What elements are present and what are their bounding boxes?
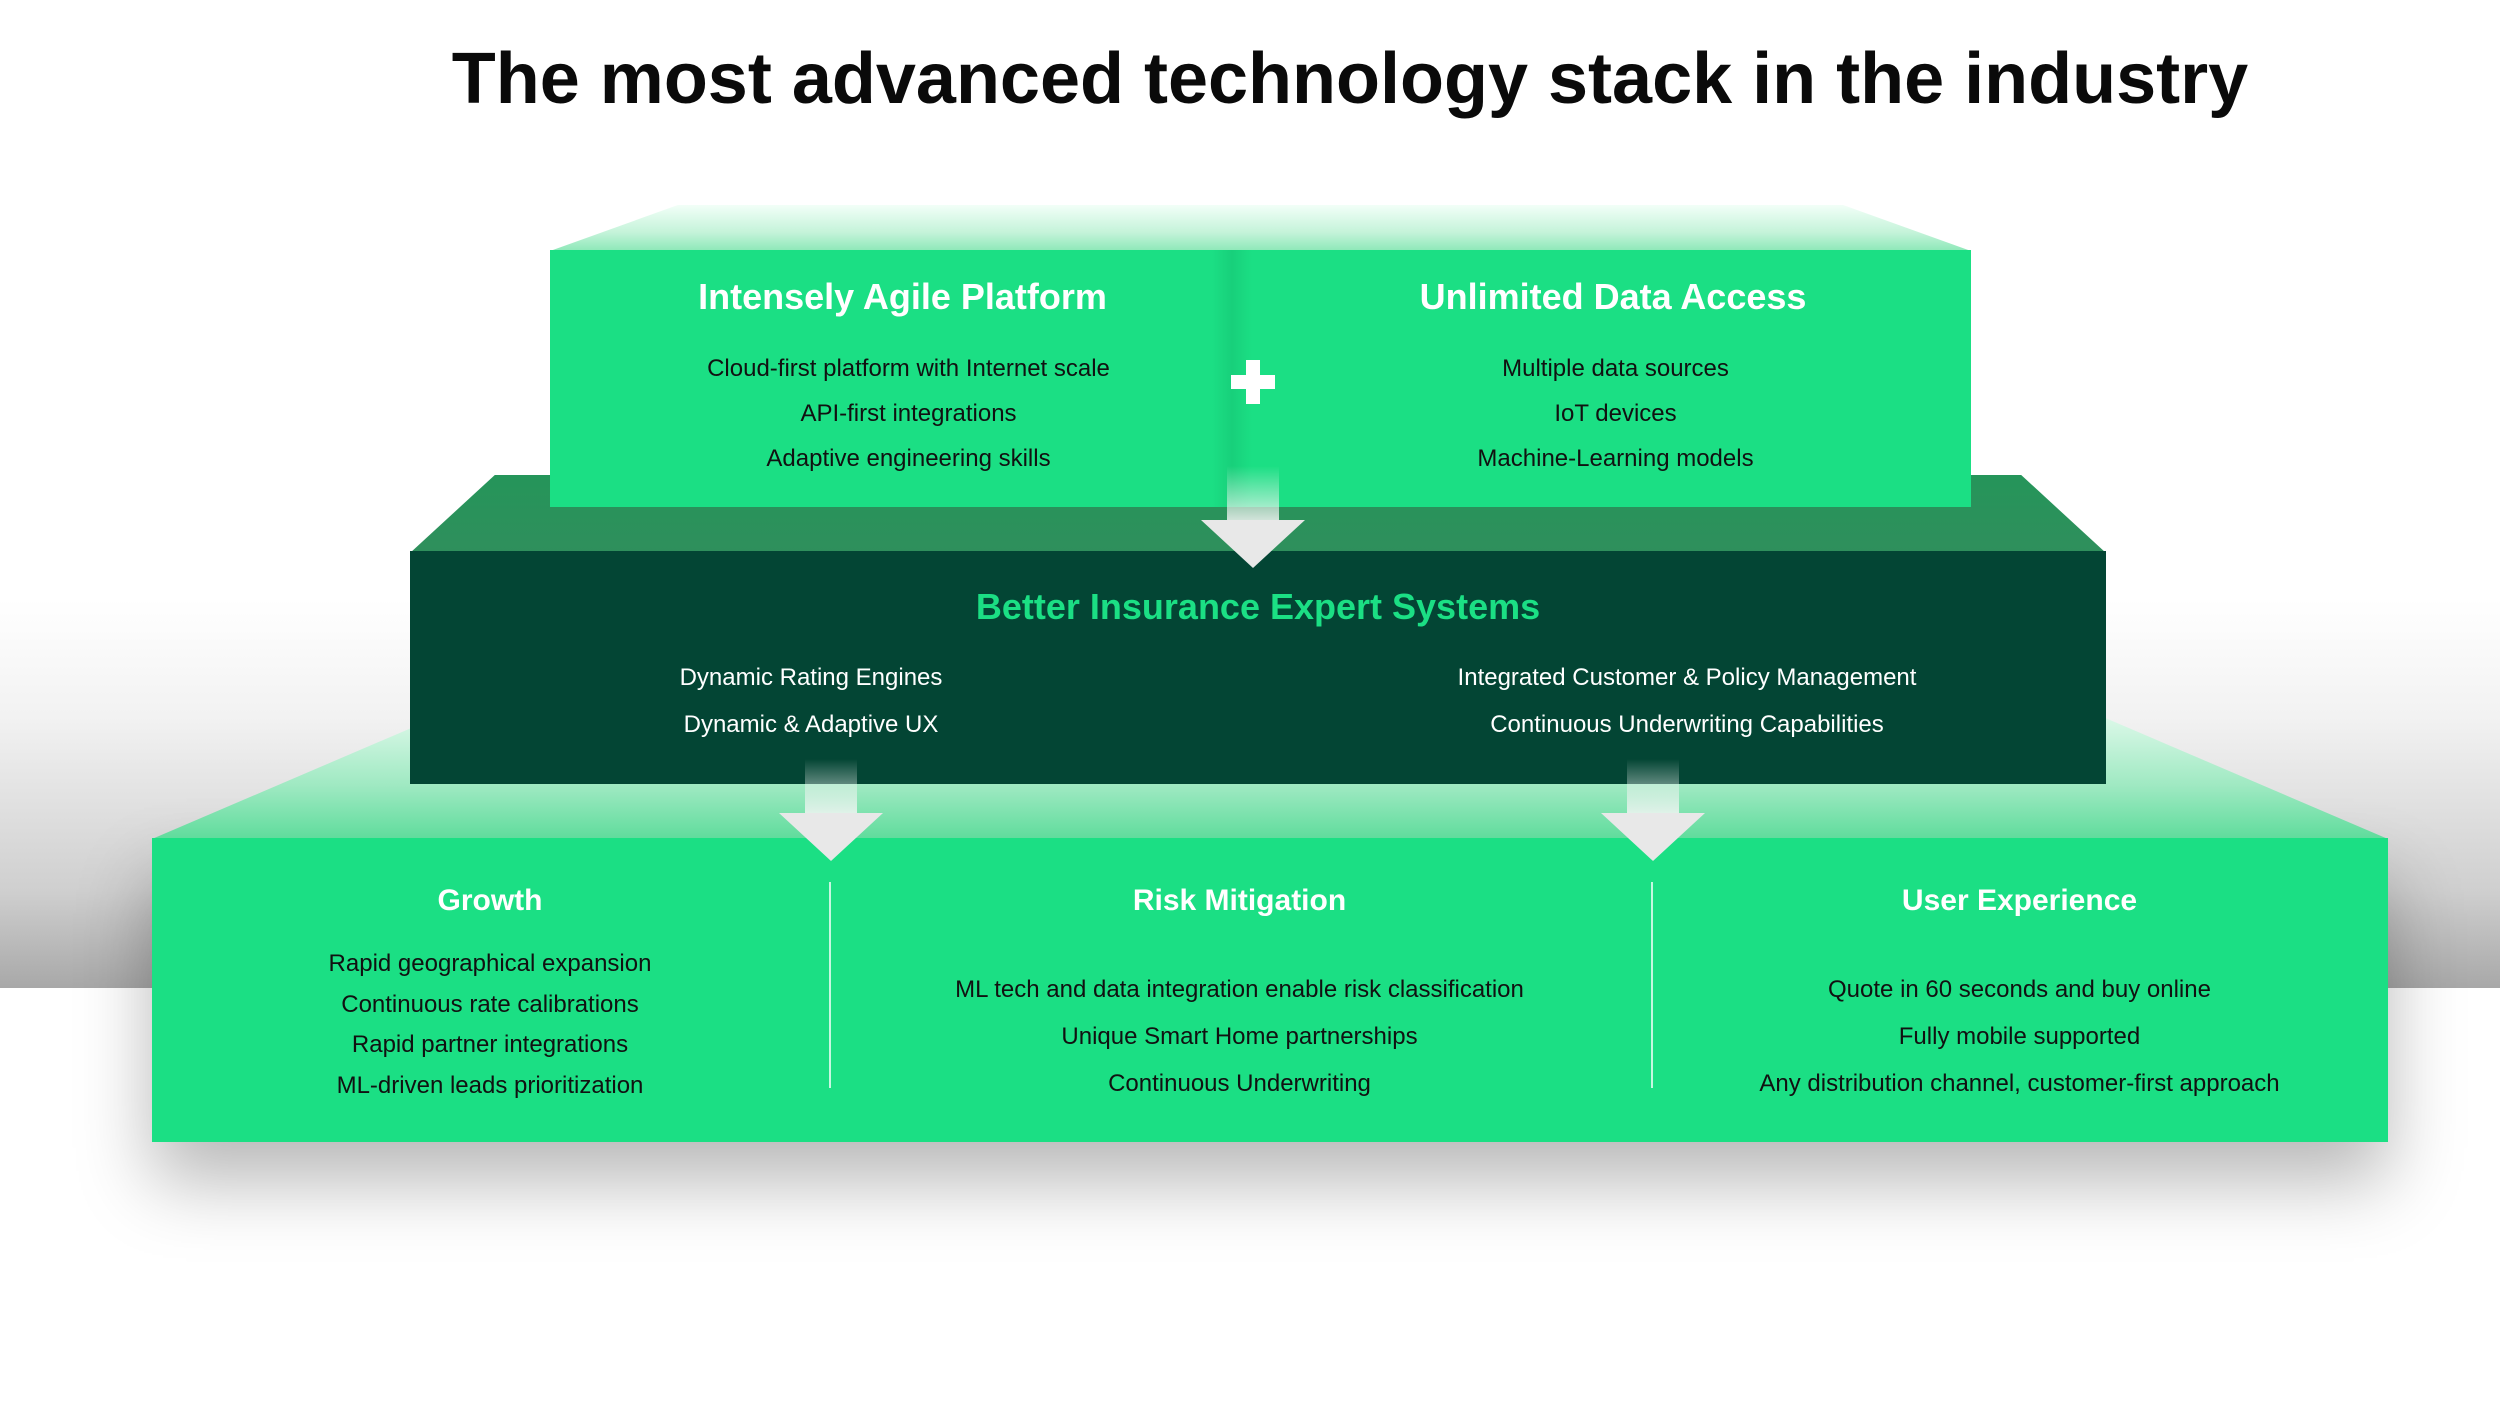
expert-systems-right-list: Integrated Customer & Policy Management …: [1270, 654, 2387, 748]
expert-systems-heading: Better Insurance Expert Systems: [975, 586, 1541, 627]
data-access-heading: Unlimited Data Access: [1419, 276, 1807, 317]
list-item: ML-driven leads prioritization: [336, 1071, 644, 1099]
list-item: Continuous rate calibrations: [341, 990, 639, 1018]
expert-systems-tier: Better Insurance Expert Systems Dynamic …: [410, 551, 2106, 784]
list-item: Continuous Underwriting: [1108, 1070, 1371, 1097]
agile-platform-heading: Intensely Agile Platform: [698, 276, 1107, 317]
expert-systems-left-list: Dynamic Rating Engines Dynamic & Adaptiv…: [410, 654, 1470, 748]
user-experience-heading: User Experience: [1901, 884, 2138, 917]
list-item: IoT devices: [1554, 400, 1677, 427]
foundation-tier: Intensely Agile Platform Cloud-first pla…: [550, 250, 1971, 507]
column-divider: [829, 882, 831, 1088]
list-item: Machine-Learning models: [1477, 445, 1754, 472]
data-access-list: Multiple data sources IoT devices Machin…: [1255, 346, 1971, 481]
list-item: Unique Smart Home partnerships: [1061, 1023, 1418, 1050]
list-item: Rapid partner integrations: [351, 1031, 629, 1058]
risk-mitigation-list: ML tech and data integration enable risk…: [828, 966, 1651, 1107]
growth-list: Rapid geographical expansion Continuous …: [152, 944, 828, 1106]
plus-icon: [1228, 356, 1280, 408]
user-experience-column: User Experience Quote in 60 seconds and …: [1651, 884, 2388, 1107]
page-title: The most advanced technology stack in th…: [451, 39, 2249, 119]
list-item: Continuous Underwriting Capabilities: [1490, 711, 1884, 738]
list-item: Dynamic & Adaptive UX: [683, 711, 939, 738]
list-item: Rapid geographical expansion: [328, 950, 652, 977]
risk-mitigation-column: Risk Mitigation ML tech and data integra…: [828, 884, 1651, 1107]
list-item: Adaptive engineering skills: [766, 445, 1051, 472]
down-arrow-icon: [1201, 466, 1305, 570]
growth-column: Growth Rapid geographical expansion Cont…: [152, 884, 828, 1106]
user-experience-list: Quote in 60 seconds and buy online Fully…: [1651, 966, 2388, 1107]
list-item: Dynamic Rating Engines: [679, 664, 943, 691]
list-item: API-first integrations: [800, 400, 1017, 427]
list-item: ML tech and data integration enable risk…: [955, 976, 1524, 1003]
list-item: Quote in 60 seconds and buy online: [1828, 976, 2211, 1003]
top-tier-top-face: [550, 205, 1971, 251]
down-arrow-icon: [1601, 759, 1705, 863]
risk-mitigation-heading: Risk Mitigation: [1132, 884, 1347, 917]
agile-platform-column: Intensely Agile Platform Cloud-first pla…: [550, 276, 1255, 481]
growth-heading: Growth: [437, 884, 543, 917]
list-item: Multiple data sources: [1502, 355, 1729, 382]
outcomes-tier: Growth Rapid geographical expansion Cont…: [152, 838, 2388, 1142]
down-arrow-icon: [779, 759, 883, 863]
agile-platform-list: Cloud-first platform with Internet scale…: [550, 346, 1255, 481]
list-item: Fully mobile supported: [1898, 1023, 2141, 1050]
column-divider: [1651, 882, 1653, 1088]
data-access-column: Unlimited Data Access Multiple data sour…: [1255, 276, 1971, 481]
list-item: Integrated Customer & Policy Management: [1457, 664, 1917, 691]
list-item: Cloud-first platform with Internet scale: [707, 355, 1110, 382]
list-item: Any distribution channel, customer-first…: [1759, 1070, 2280, 1097]
